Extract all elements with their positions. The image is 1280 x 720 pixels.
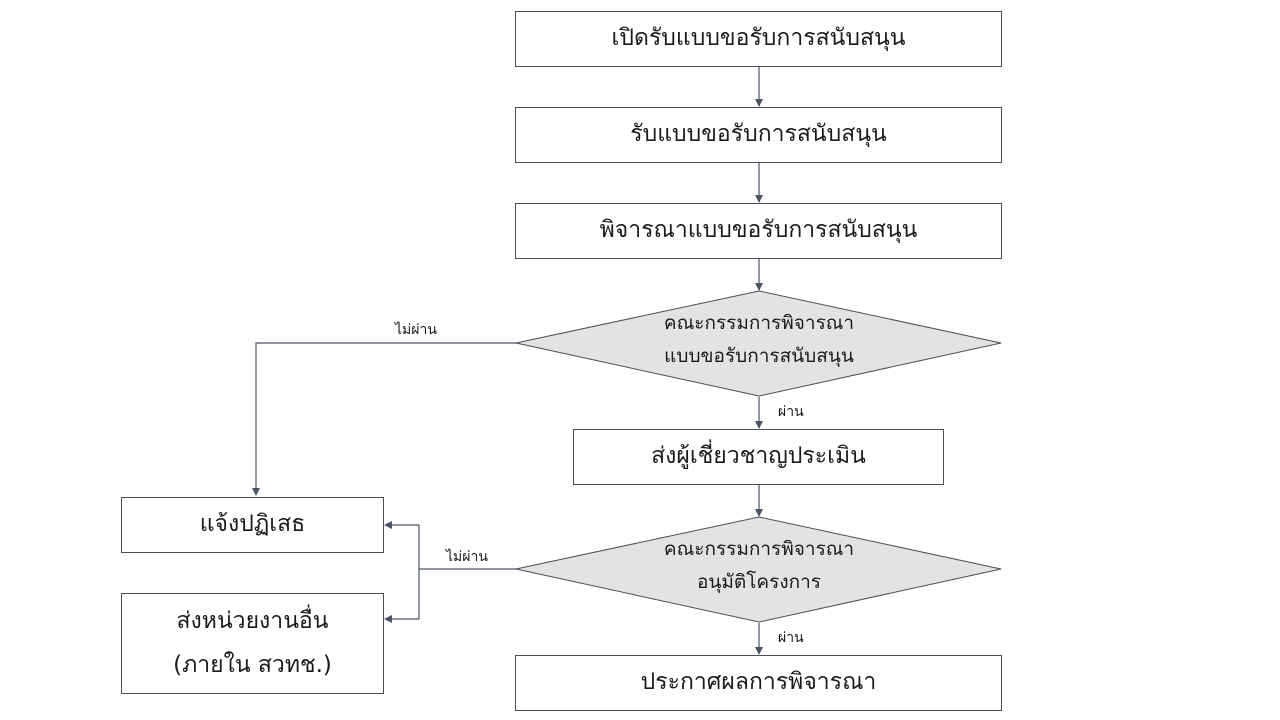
decision-committee-review-text: คณะกรรมการพิจารณา แบบขอรับการสนับสนุน (560, 307, 958, 374)
step-reject-text: แจ้งปฏิเสธ (199, 511, 306, 538)
decision-committee-review-shape (515, 290, 1002, 397)
step-review-form-text: พิจารณาแบบขอรับการสนับสนุน (599, 217, 918, 244)
step-send-expert-text: ส่งผู้เชี่ยวชาญประเมิน (651, 443, 866, 470)
label-pass-committee: ผ่าน (778, 404, 804, 420)
step-forward-line1: ส่งหน่วยงานอื่น (176, 607, 329, 634)
decision-committee-approve-line2: อนุมัติโครงการ (696, 571, 822, 594)
step-open-call: เปิดรับแบบขอรับการสนับสนุน (515, 11, 1002, 67)
decision-committee-review-line2: แบบขอรับการสนับสนุน (664, 345, 854, 368)
step-forward: ส่งหน่วยงานอื่น (ภายใน สวทช.) (121, 593, 384, 694)
step-review-form: พิจารณาแบบขอรับการสนับสนุน (515, 203, 1002, 259)
step-receive-form: รับแบบขอรับการสนับสนุน (515, 107, 1002, 163)
step-announce-text: ประกาศผลการพิจารณา (640, 669, 877, 696)
label-fail-approve: ไม่ผ่าน (446, 549, 488, 565)
step-open-call-text: เปิดรับแบบขอรับการสนับสนุน (611, 25, 906, 52)
step-receive-form-text: รับแบบขอรับการสนับสนุน (630, 121, 887, 148)
step-reject: แจ้งปฏิเสธ (121, 497, 384, 553)
label-fail-committee: ไม่ผ่าน (395, 322, 437, 338)
arrow-committee-fail (252, 342, 516, 496)
decision-committee-approve-shape (515, 516, 1002, 623)
decision-committee-approve-line1: คณะกรรมการพิจารณา (663, 538, 855, 560)
step-forward-line2: (ภายใน สวทช.) (173, 651, 332, 678)
label-pass-approve: ผ่าน (778, 630, 804, 646)
decision-committee-review-line1: คณะกรรมการพิจารณา (663, 312, 855, 334)
decision-committee-approve-text: คณะกรรมการพิจารณา อนุมัติโครงการ (560, 533, 958, 600)
step-send-expert: ส่งผู้เชี่ยวชาญประเมิน (573, 429, 944, 485)
step-announce: ประกาศผลการพิจารณา (515, 655, 1002, 711)
